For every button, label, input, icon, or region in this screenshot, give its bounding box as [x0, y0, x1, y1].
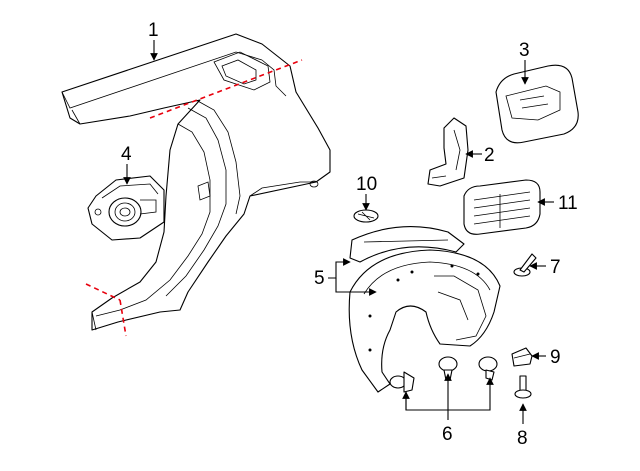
- fuel-door: [495, 64, 579, 144]
- bracket: [427, 117, 469, 187]
- callout-4: 4: [121, 144, 132, 165]
- callout-1: 1: [148, 20, 159, 41]
- leader-lines: [123, 40, 554, 424]
- callout-11: 11: [558, 193, 578, 214]
- callout-6: 6: [442, 424, 453, 445]
- clip: [353, 209, 379, 223]
- push-pin-right: [478, 356, 498, 381]
- screw: [514, 375, 532, 399]
- callout-5: 5: [314, 268, 325, 289]
- callout-2: 2: [484, 145, 495, 166]
- callout-8: 8: [517, 428, 528, 449]
- wheelhouse-liner: [348, 226, 501, 393]
- callout-9: 9: [550, 347, 561, 368]
- nut: [511, 347, 533, 367]
- callout-10: 10: [356, 174, 377, 195]
- fuel-filler-housing: [87, 175, 165, 241]
- cut-line-lower: [85, 283, 127, 337]
- cut-line-upper: [149, 59, 303, 119]
- quarter-panel: [61, 33, 331, 331]
- callout-3: 3: [519, 40, 530, 61]
- push-pin-left: [389, 371, 415, 393]
- bolt: [513, 253, 537, 277]
- callout-7: 7: [550, 257, 561, 278]
- air-vent: [463, 179, 541, 235]
